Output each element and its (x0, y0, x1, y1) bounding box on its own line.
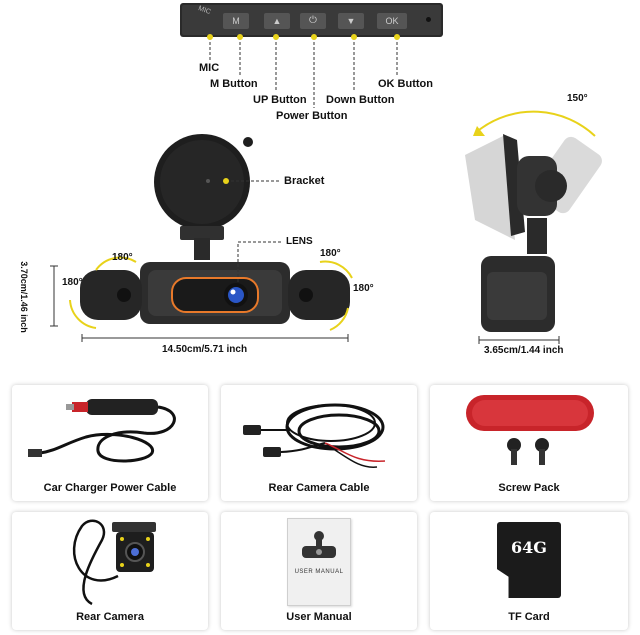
screw-pack-image (466, 395, 594, 465)
screw-pack-label: Screw Pack (498, 482, 560, 494)
tf-card-capacity: 64G (511, 538, 547, 557)
power-icon: ⏻ (309, 15, 317, 26)
accessory-card-tf-card: 64G TF Card (430, 512, 628, 630)
button-panel: MIC M ▲ ⏻ ▼ OK (180, 3, 443, 37)
accessory-card-rear-camera: Rear Camera (12, 512, 208, 630)
user-manual-booklet: USER MANUAL (287, 518, 351, 606)
rotation-label-left: 180° (62, 277, 83, 288)
car-charger-cable-image (28, 399, 176, 463)
ok-button-callout: OK Button (378, 78, 433, 90)
power-key[interactable]: ⏻ (300, 13, 326, 29)
manual-dashcam-icon (302, 531, 336, 558)
down-button-callout: Down Button (326, 94, 395, 106)
power-button-callout: Power Button (276, 110, 348, 122)
accessory-card-rear-camera-cable: Rear Camera Cable (221, 385, 417, 501)
user-manual-label: User Manual (286, 611, 352, 623)
accessory-card-screw-pack: Screw Pack (430, 385, 628, 501)
dashcam-front-illustration (50, 134, 353, 342)
car-charger-label: Car Charger Power Cable (43, 482, 177, 494)
ok-key[interactable]: OK (377, 13, 407, 29)
mic-callout: MIC (199, 62, 220, 74)
tilt-angle-label: 150° (567, 93, 588, 104)
accessory-card-user-manual: USER MANUAL User Manual (221, 512, 417, 630)
tf-card-image: 64G (497, 522, 561, 598)
depth-dimension: 3.65cm/1.44 inch (484, 345, 564, 356)
height-dimension: 3.70cm/1.46 inch (18, 261, 29, 333)
m-key[interactable]: M (223, 13, 249, 29)
up-arrow-icon: ▲ (272, 16, 282, 26)
width-dimension: 14.50cm/5.71 inch (162, 344, 248, 355)
rotation-label-top-left: 180° (112, 252, 133, 263)
rear-camera-label: Rear Camera (76, 611, 144, 623)
dashcam-side-illustration (465, 110, 602, 344)
m-button-callout: M Button (210, 78, 258, 90)
ok-key-label: OK (385, 16, 399, 26)
rotation-label-top-right: 180° (320, 248, 341, 259)
lens-callout: LENS (286, 236, 313, 247)
accessory-card-car-charger: Car Charger Power Cable (12, 385, 208, 501)
m-key-label: M (232, 16, 240, 26)
up-key[interactable]: ▲ (264, 13, 290, 29)
manual-cover-text: USER MANUAL (294, 569, 344, 575)
tf-card-label: TF Card (508, 611, 550, 623)
rear-camera-image (72, 519, 156, 606)
down-key[interactable]: ▼ (338, 13, 364, 29)
up-button-callout: UP Button (253, 94, 307, 106)
bracket-callout: Bracket (284, 175, 325, 187)
rotation-label-right: 180° (353, 283, 374, 294)
down-arrow-icon: ▼ (346, 16, 356, 26)
rear-camera-cable-image (243, 403, 386, 468)
rear-camera-cable-label: Rear Camera Cable (268, 482, 370, 494)
screw-hole-icon (426, 17, 431, 22)
button-callout-lines (207, 34, 400, 108)
